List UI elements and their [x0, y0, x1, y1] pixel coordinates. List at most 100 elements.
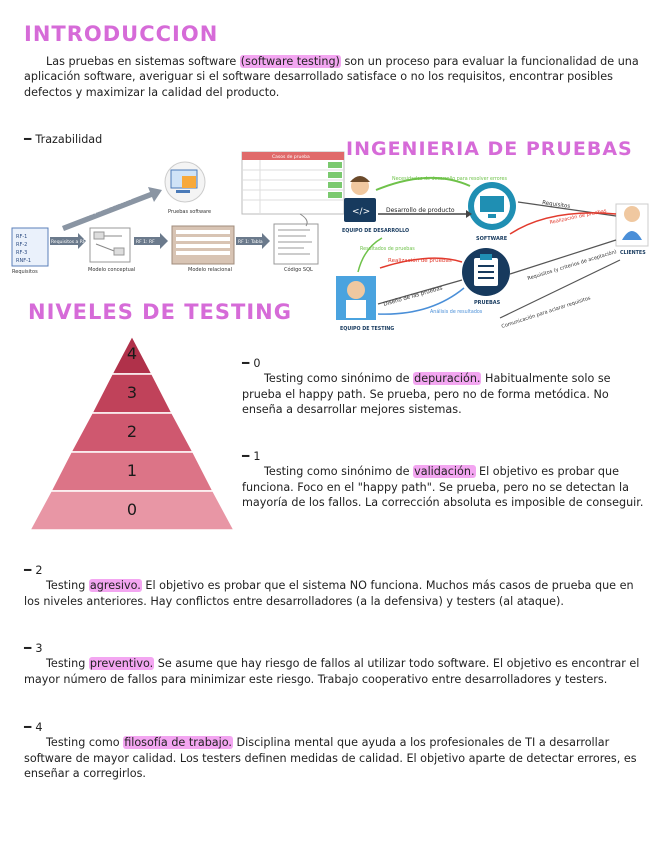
modelo-relacional: Modelo relacional: [171, 225, 235, 273]
level-item-1: ━ 1 Testing como sinónimo de validación.…: [242, 449, 646, 511]
level-hl-3: preventivo.: [88, 657, 155, 671]
software-label: SOFTWARE: [476, 236, 508, 242]
level-post-3: Se asume que hay riesgo de fallos al uti…: [24, 657, 640, 686]
level-num-2: 2: [35, 564, 43, 577]
trazabilidad-heading: ━ Trazabilidad: [24, 132, 102, 147]
req-label-2: RF-3: [16, 250, 27, 256]
level-num-0: 0: [253, 357, 261, 370]
pyramid-label-4: 4: [126, 344, 138, 363]
tester-icon: EQUIPO DE TESTING: [336, 276, 394, 332]
level-hl-1: validación.: [413, 465, 476, 479]
arrow2-label: RF 1: RF: [136, 239, 155, 245]
dash-bullet: ━: [242, 356, 254, 370]
arrow-realizacion: [379, 257, 463, 269]
realizacion-label: Realización de pruebas: [388, 257, 452, 264]
arrow-diseno: [377, 279, 463, 305]
modelo-conceptual-label: Modelo conceptual: [88, 267, 135, 273]
arrow-relacional-to-sql: [236, 233, 270, 249]
levels-pyramid: 4 3 2 1 0: [30, 336, 234, 530]
pruebas-software-icon: Pruebas software: [164, 161, 211, 215]
arrow-criterios: [509, 239, 617, 275]
pruebas-icon: PRUEBAS: [462, 248, 510, 306]
req-label-1: RF-2: [16, 242, 27, 248]
pyramid-label-2: 2: [126, 422, 138, 441]
requisitos-label: Requisitos: [12, 269, 38, 275]
developer-icon: </> EQUIPO DE DESARROLLO: [342, 176, 409, 234]
level-post-4: Disciplina mental que ayuda a los profes…: [24, 736, 637, 781]
trazabilidad-label: Trazabilidad: [35, 133, 103, 146]
req-label-3: RNF-1: [16, 258, 31, 264]
software-icon: SOFTWARE: [468, 182, 516, 242]
level-item-3: ━ 3 Testing preventivo. Se asume que hay…: [24, 641, 644, 687]
pyramid-label-1: 1: [126, 461, 138, 480]
level-hl-0: depuración.: [413, 372, 482, 386]
casos-prueba-label: Casos de prueba: [272, 154, 310, 160]
level-pre-1: Testing como sinónimo de: [264, 465, 414, 479]
requisitos-label: Requisitos: [542, 200, 571, 210]
intro-paragraph: Las pruebas en sistemas software (softwa…: [24, 54, 644, 100]
level-num-1: 1: [253, 450, 261, 463]
pyramid-label-0: 0: [126, 500, 138, 519]
trazabilidad-diagram: RF-1 RF-2 RF-3 RNF-1 Requisitos Requisit…: [11, 151, 345, 275]
ingenieria-title: INGENIERIA DE PRUEBAS: [346, 138, 633, 160]
arrow3-label: RF 1: Tabla: [238, 239, 263, 245]
arrow-rf-to-relacional: [134, 233, 168, 249]
arrow-resultados: [357, 237, 383, 273]
level-item-0: ━ 0 Testing como sinónimo de depuración.…: [242, 356, 646, 418]
level-post-0: Habitualmente solo se prueba el happy pa…: [242, 372, 611, 417]
dash-bullet: ━: [242, 449, 254, 463]
criterios-label: Requisitos (y criterios de aceptación): [527, 248, 618, 282]
clientes-label: CLIENTES: [620, 250, 646, 256]
necesidades-label: Necesidades de desarrollo para resolver …: [392, 176, 507, 182]
clientes-icon: CLIENTES: [615, 203, 649, 256]
dash-bullet: ━: [24, 563, 36, 577]
level-pre-2: Testing: [46, 579, 89, 593]
casos-prueba-table: Casos de prueba: [241, 151, 345, 215]
dash-bullet: ━: [24, 720, 36, 734]
comunicacion-label: Comunicación para aclarar requisitos: [500, 294, 591, 330]
dash-bullet: ━: [24, 641, 36, 655]
level-pre-0: Testing como sinónimo de: [264, 372, 414, 386]
pruebas-software-label: Pruebas software: [168, 209, 211, 215]
resultados-label: Resultados de pruebas: [360, 246, 415, 252]
ingenieria-diagram: </> EQUIPO DE DESARROLLO SOFTWARE CLIENT…: [336, 176, 649, 332]
intro-text-after: son un proceso para evaluar la funcional…: [24, 55, 639, 99]
intro-text-before: Las pruebas en sistemas software: [46, 55, 240, 68]
level-pre-3: Testing: [46, 657, 89, 671]
arrow-realizacion-top: [509, 212, 617, 235]
equipo-desarrollo-label: EQUIPO DE DESARROLLO: [342, 228, 409, 234]
pruebas-label: PRUEBAS: [474, 300, 501, 306]
requisitos-box: RF-1 RF-2 RF-3 RNF-1 Requisitos: [11, 227, 49, 275]
desarrollo-label: Desarrollo de producto: [386, 207, 455, 214]
level-item-2: ━ 2 Testing agresivo. El objetivo es pro…: [24, 563, 644, 609]
pyramid-tier-0: [30, 490, 234, 530]
arrow-req-to-pruebas: [62, 187, 162, 231]
intro-title: INTRODUCCION: [24, 22, 219, 46]
arrow-req-to-rf: [50, 233, 86, 249]
codigo-sql-label: Código SQL: [284, 266, 313, 273]
diseno-label: Diseño de las pruebas: [383, 285, 444, 308]
equipo-testing-label: EQUIPO DE TESTING: [340, 326, 394, 332]
arrow-comunicacion: [499, 259, 621, 319]
svg-text:</>: </>: [352, 207, 370, 217]
req-label-0: RF-1: [16, 234, 27, 240]
modelo-conceptual: Modelo conceptual: [88, 227, 135, 273]
level-post-2: El objetivo es probar que el sistema NO …: [24, 579, 634, 608]
pyramid-label-3: 3: [126, 383, 138, 402]
level-item-4: ━ 4 Testing como filosofía de trabajo. D…: [24, 720, 644, 782]
level-hl-2: agresivo.: [88, 579, 142, 593]
analisis-label: Análisis de resultados: [430, 308, 483, 315]
codigo-sql: Código SQL: [273, 223, 319, 273]
arrow1-label: Requisitos a RF: [51, 239, 86, 245]
level-pre-4: Testing como: [46, 736, 124, 750]
modelo-relacional-label: Modelo relacional: [188, 267, 232, 273]
niveles-title: NIVELES DE TESTING: [28, 300, 292, 324]
level-num-4: 4: [35, 721, 43, 734]
level-num-3: 3: [35, 642, 43, 655]
arrow-analisis: [377, 287, 465, 315]
level-post-1: El objetivo es probar que funciona. Foco…: [242, 465, 644, 510]
intro-highlight: (software testing): [239, 55, 341, 68]
arrow-necesidades: [375, 177, 471, 191]
level-hl-4: filosofía de trabajo.: [123, 736, 233, 750]
dash-bullet: ━: [24, 132, 36, 146]
